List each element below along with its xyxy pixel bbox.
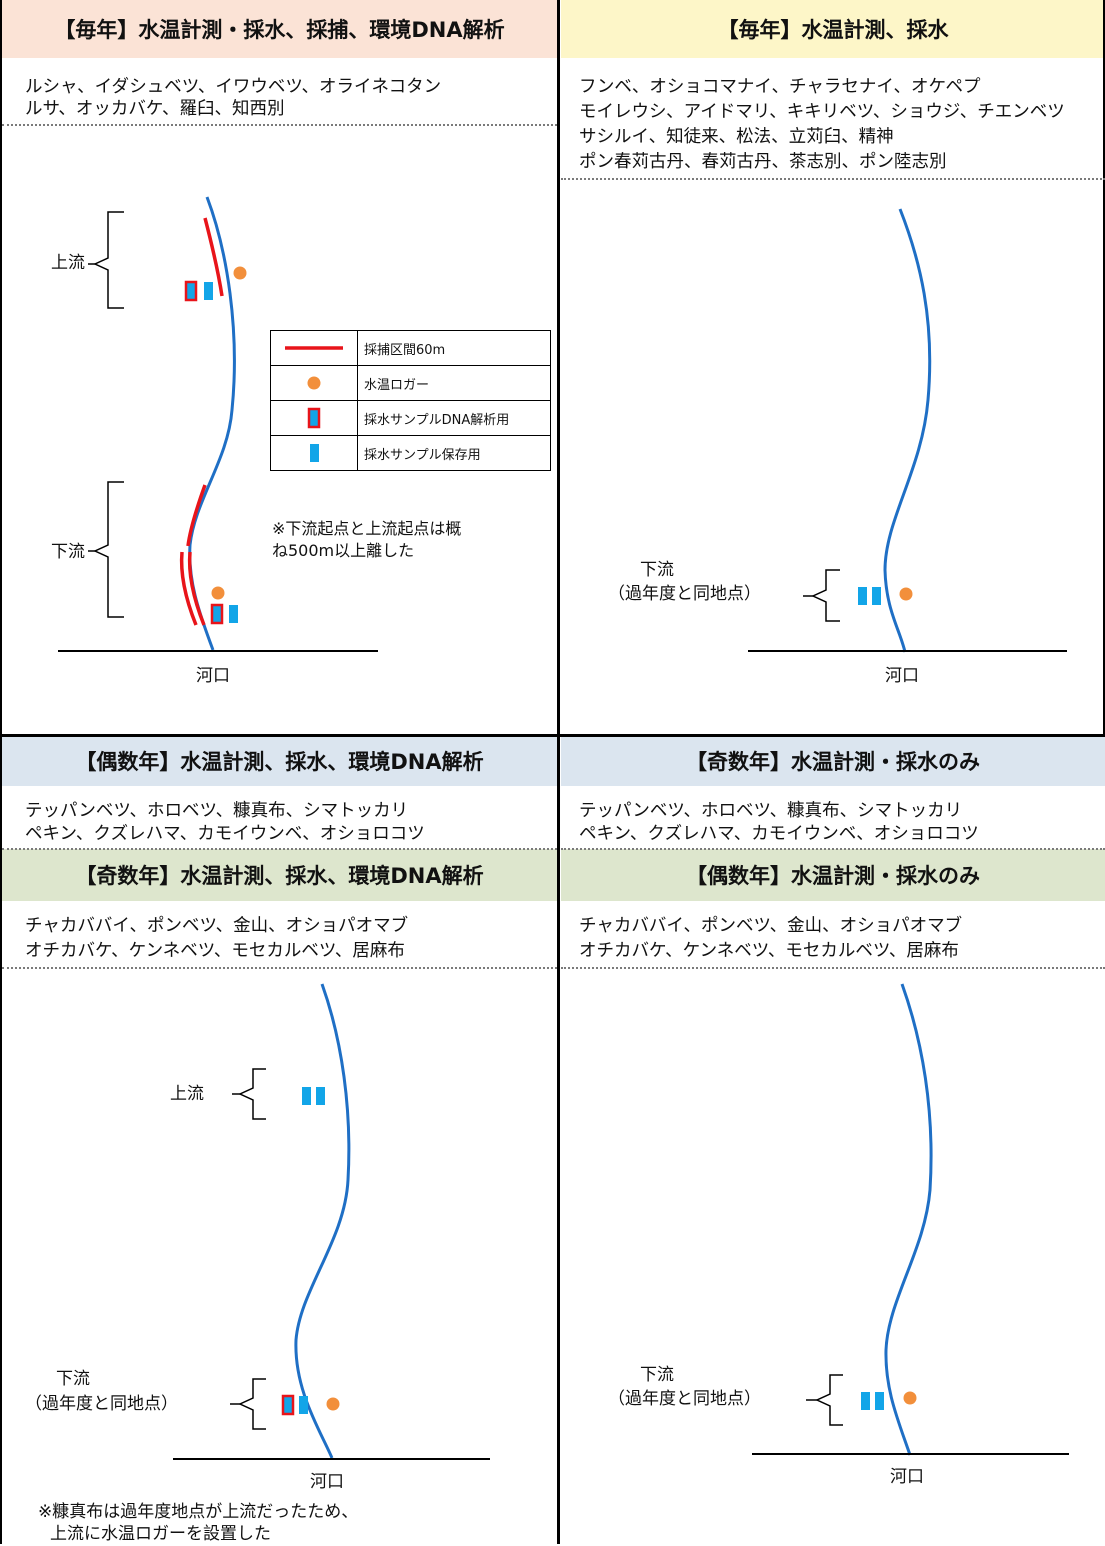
- label-same-site-br: （過年度と同地点）: [608, 1389, 761, 1409]
- separator-bottom-right: [561, 848, 1105, 850]
- header-top-right: 【毎年】水温計測、採水: [561, 0, 1105, 58]
- legend-row: 水温ロガー: [270, 365, 551, 401]
- label-upstream-bl: 上流: [170, 1084, 204, 1104]
- note-bl-1: ※糠真布は過年度地点が上流だったため、: [38, 1502, 359, 1522]
- label-downstream-tr: 下流: [640, 560, 674, 580]
- legend-row: 採水サンプル保存用: [270, 435, 551, 471]
- right-border: [1103, 0, 1105, 736]
- separator-bottom-left: [2, 848, 557, 850]
- river-list-bottom-left-a-2: ペキン、クズレハマ、カモイウンベ、オショロコツ: [25, 824, 425, 844]
- sample-store-bl-up-1: [302, 1087, 311, 1105]
- sample-store-br-2: [875, 1392, 884, 1410]
- note-tl-2: ね500m以上離した: [272, 541, 415, 560]
- capture-section-upstream: [203, 217, 224, 297]
- sample-store-upstream: [204, 282, 213, 300]
- separator-bottom-left-b: [2, 967, 557, 969]
- logger-dot-upstream: [233, 266, 247, 280]
- separator-top-right: [561, 178, 1105, 180]
- red-outlined-blue-rect-icon: [307, 407, 321, 429]
- separator-bottom-right-b: [561, 967, 1105, 969]
- center-divider: [557, 0, 560, 1544]
- river-list-bottom-left-b-2: オチカバケ、ケンネベツ、モセカルベツ、居麻布: [25, 941, 405, 961]
- capture-section-downstream-2b: [187, 551, 206, 626]
- sample-store-br-1: [861, 1392, 870, 1410]
- river-line-bottom-left: [294, 983, 351, 1459]
- sample-store-downstream: [229, 605, 238, 623]
- brace-downstream: [93, 481, 124, 618]
- label-upstream-tl: 上流: [51, 253, 85, 273]
- legend-row: 採捕区間60m: [270, 330, 551, 366]
- river-line-top-right: [883, 208, 932, 653]
- river-list-bottom-left-b-1: チャカババイ、ポンベツ、金山、オショパオマブ: [25, 916, 409, 936]
- separator-top-left: [2, 124, 557, 126]
- header-bottom-right-b: 【偶数年】水温計測・採水のみ: [561, 849, 1105, 901]
- river-list-top-left-2: ルサ、オッカバケ、羅臼、知西別: [25, 99, 285, 119]
- river-list-top-right-1: フンベ、オショコマナイ、チャラセナイ、オケペプ: [579, 77, 981, 97]
- river-list-top-right-4: ポン春苅古丹、春苅古丹、茶志別、ポン陸志別: [579, 152, 947, 172]
- legend-label: 採水サンプル保存用: [357, 435, 551, 471]
- sample-dna-bl-down: [281, 1394, 295, 1416]
- river-list-bottom-left-a-1: テッパンベツ、ホロベツ、糠真布、シマトッカリ: [25, 801, 409, 821]
- logger-dot-downstream: [211, 586, 225, 600]
- river-list-top-right-3: サシルイ、知徒来、松法、立苅臼、精神: [579, 127, 894, 147]
- sample-store-tr-2: [872, 587, 881, 605]
- river-line-top-left: [188, 196, 236, 651]
- legend-table: 採捕区間60m 水温ロガー 採水サンプルDNA解析用 採水サンプル保存用: [270, 330, 551, 471]
- logger-dot-bl: [326, 1397, 340, 1411]
- legend-label: 水温ロガー: [357, 365, 551, 401]
- logger-dot-tr: [899, 587, 913, 601]
- river-list-bottom-right-a-2: ペキン、クズレハマ、カモイウンベ、オショロコツ: [579, 824, 979, 844]
- river-list-top-right-2: モイレウシ、アイドマリ、キキリベツ、ショウジ、チエンベツ: [579, 102, 1065, 122]
- sample-dna-upstream: [184, 280, 198, 302]
- legend-row: 採水サンプルDNA解析用: [270, 400, 551, 436]
- middle-divider: [0, 734, 1105, 737]
- label-downstream-tl: 下流: [51, 542, 85, 562]
- sample-store-tr-1: [858, 587, 867, 605]
- legend-label: 採捕区間60m: [357, 330, 551, 366]
- sample-store-bl-down: [299, 1396, 308, 1414]
- label-downstream-bl: 下流: [56, 1369, 90, 1389]
- brace-bl-up: [238, 1068, 266, 1120]
- header-bottom-left-b: 【奇数年】水温計測、採水、環境DNA解析: [0, 849, 559, 901]
- label-river-mouth-br: 河口: [890, 1467, 924, 1487]
- capture-section-downstream-2a: [179, 551, 198, 626]
- header-bottom-right-a: 【奇数年】水温計測・採水のみ: [561, 736, 1105, 786]
- river-line-bottom-right: [884, 983, 933, 1456]
- brace-br: [815, 1374, 843, 1426]
- orange-dot-icon: [307, 376, 321, 390]
- header-bottom-left-a: 【偶数年】水温計測、採水、環境DNA解析: [0, 736, 559, 786]
- note-bl-2: 上流に水温ロガーを設置した: [50, 1524, 271, 1544]
- capture-section-downstream-1: [186, 484, 207, 547]
- header-top-left: 【毎年】水温計測・採水、採捕、環境DNA解析: [0, 0, 559, 58]
- legend-label: 採水サンプルDNA解析用: [357, 400, 551, 436]
- brace-upstream: [93, 211, 124, 309]
- river-list-bottom-right-a-1: テッパンベツ、ホロベツ、糠真布、シマトッカリ: [579, 801, 963, 821]
- blue-rect-icon: [310, 444, 319, 462]
- river-list-bottom-right-b-1: チャカババイ、ポンベツ、金山、オショパオマブ: [579, 916, 963, 936]
- left-border: [0, 0, 2, 1544]
- label-river-mouth-bl: 河口: [310, 1472, 344, 1492]
- red-line-icon: [285, 346, 343, 350]
- label-river-mouth-tr: 河口: [885, 666, 919, 686]
- label-river-mouth-tl: 河口: [196, 666, 230, 686]
- sample-store-bl-up-2: [316, 1087, 325, 1105]
- river-list-top-left-1: ルシャ、イダシュベツ、イワウベツ、オライネコタン: [25, 77, 442, 97]
- logger-dot-br: [903, 1391, 917, 1405]
- label-downstream-br: 下流: [640, 1365, 674, 1385]
- brace-tr: [811, 569, 840, 622]
- brace-bl-down: [238, 1378, 266, 1430]
- note-tl-1: ※下流起点と上流起点は概: [272, 519, 462, 538]
- sample-dna-downstream: [210, 603, 224, 625]
- label-same-site-bl: （過年度と同地点）: [25, 1394, 178, 1414]
- river-list-bottom-right-b-2: オチカバケ、ケンネベツ、モセカルベツ、居麻布: [579, 941, 959, 961]
- label-same-site-tr: （過年度と同地点）: [608, 584, 761, 604]
